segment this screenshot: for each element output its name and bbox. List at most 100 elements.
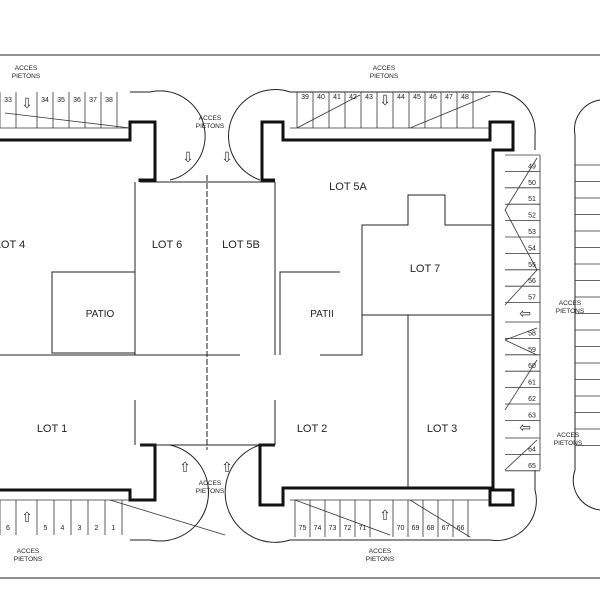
stall-number: 62 (528, 396, 536, 403)
arrow-down-icon: ⇩ (21, 96, 33, 112)
access-line-1: ACCES (557, 432, 580, 439)
stall-number: 5 (44, 525, 48, 532)
stall-number: 69 (412, 525, 420, 532)
patio-2-label: PATII (310, 309, 334, 320)
stall-number: 48 (461, 94, 469, 101)
access-line-2: PIETONS (554, 440, 583, 447)
stall-number: 4 (61, 525, 65, 532)
stall-number: 59 (528, 347, 536, 354)
arrow-up-icon: ⇧ (379, 508, 391, 524)
stall-number: 33 (4, 97, 12, 104)
stall-number: 39 (301, 94, 309, 101)
hatch-line (409, 499, 471, 538)
lot-7-label: LOT 7 (410, 263, 440, 275)
hatch-line (504, 359, 538, 411)
hatch-line (294, 499, 391, 536)
stall-number: 65 (528, 463, 536, 470)
access-line-1: ACCES (15, 65, 38, 72)
access-line-1: ACCES (17, 548, 40, 555)
stall-number: 47 (445, 94, 453, 101)
access-line-1: ACCES (199, 115, 222, 122)
stall-number: 55 (528, 262, 536, 269)
stall-number: 34 (41, 97, 49, 104)
stall-number: 75 (299, 525, 307, 532)
arrow-down-icon: ⇩ (379, 93, 391, 109)
building-outline-left (0, 120, 157, 502)
lot-6-label: LOT 6 (152, 239, 182, 251)
hatch-line (504, 339, 538, 356)
stall-number: 66 (457, 525, 465, 532)
access-line-2: PIETONS (14, 556, 43, 563)
access-line-2: PIETONS (12, 73, 41, 80)
stall-number: 70 (397, 525, 405, 532)
stall-number: 63 (528, 412, 536, 419)
stall-number: 45 (413, 94, 421, 101)
stall-number: 71 (359, 525, 367, 532)
lot-2-label: LOT 2 (297, 423, 327, 435)
stall-number: 68 (427, 525, 435, 532)
stall-number: 72 (344, 525, 352, 532)
arrow-up-icon: ⇧ (21, 510, 33, 526)
access-line-2: PIETONS (366, 556, 395, 563)
access-line-2: PIETONS (556, 308, 585, 315)
stall-number: 64 (528, 446, 536, 453)
stall-number: 58 (528, 330, 536, 337)
stall-number: 43 (365, 94, 373, 101)
patio-label: PATIO (86, 309, 115, 320)
hatch-line (504, 157, 538, 211)
lot-1-label: LOT 1 (37, 423, 67, 435)
access-line-1: ACCES (199, 480, 222, 487)
arrow-left-icon: ⇦ (519, 420, 531, 436)
stall-number: 37 (89, 97, 97, 104)
stall-number: 46 (429, 94, 437, 101)
hatch-line (296, 94, 361, 129)
pedestrian-access-labels: ACCESPIETONSACCESPIETONSACCESPIETONSACCE… (12, 65, 585, 563)
stall-number: 35 (57, 97, 65, 104)
stall-number: 56 (528, 278, 536, 285)
stall-number: 60 (528, 363, 536, 370)
arrow-down-icon: ⇩ (182, 150, 194, 166)
arrow-up-icon: ⇧ (179, 460, 191, 476)
access-line-2: PIETONS (370, 73, 399, 80)
stall-number: 61 (528, 380, 536, 387)
lot-4-label: LOT 4 (0, 239, 25, 251)
hatch-line (4, 112, 131, 129)
access-line-2: PIETONS (196, 488, 225, 495)
access-line-1: ACCES (369, 548, 392, 555)
stall-number: 3 (78, 525, 82, 532)
stall-number: 54 (528, 245, 536, 252)
stall-number: 49 (528, 163, 536, 170)
stall-number: 2 (95, 525, 99, 532)
stall-number: 51 (528, 196, 536, 203)
hatch-line (504, 327, 538, 341)
far-right-parking-lines (575, 164, 600, 446)
arrow-left-icon: ⇦ (519, 306, 531, 322)
access-line-1: ACCES (373, 65, 396, 72)
stall-number: 74 (314, 525, 322, 532)
hatch-line (504, 439, 538, 471)
arrow-up-icon: ⇧ (221, 460, 233, 476)
stall-number: 42 (349, 94, 357, 101)
lot-5a-label: LOT 5A (329, 181, 367, 193)
stall-number: 50 (528, 180, 536, 187)
stall-number: 53 (528, 229, 536, 236)
stall-number: 67 (442, 525, 450, 532)
stall-number: 1 (112, 525, 116, 532)
stall-number: 38 (105, 97, 113, 104)
access-arrows: ⇩⇩⇩⇩⇧⇧⇧⇧⇦⇦ (21, 93, 531, 526)
access-line-1: ACCES (559, 300, 582, 307)
stall-number: 57 (528, 295, 536, 302)
stall-number: 40 (317, 94, 325, 101)
stall-number: 41 (333, 94, 341, 101)
hatch-line (109, 499, 226, 536)
